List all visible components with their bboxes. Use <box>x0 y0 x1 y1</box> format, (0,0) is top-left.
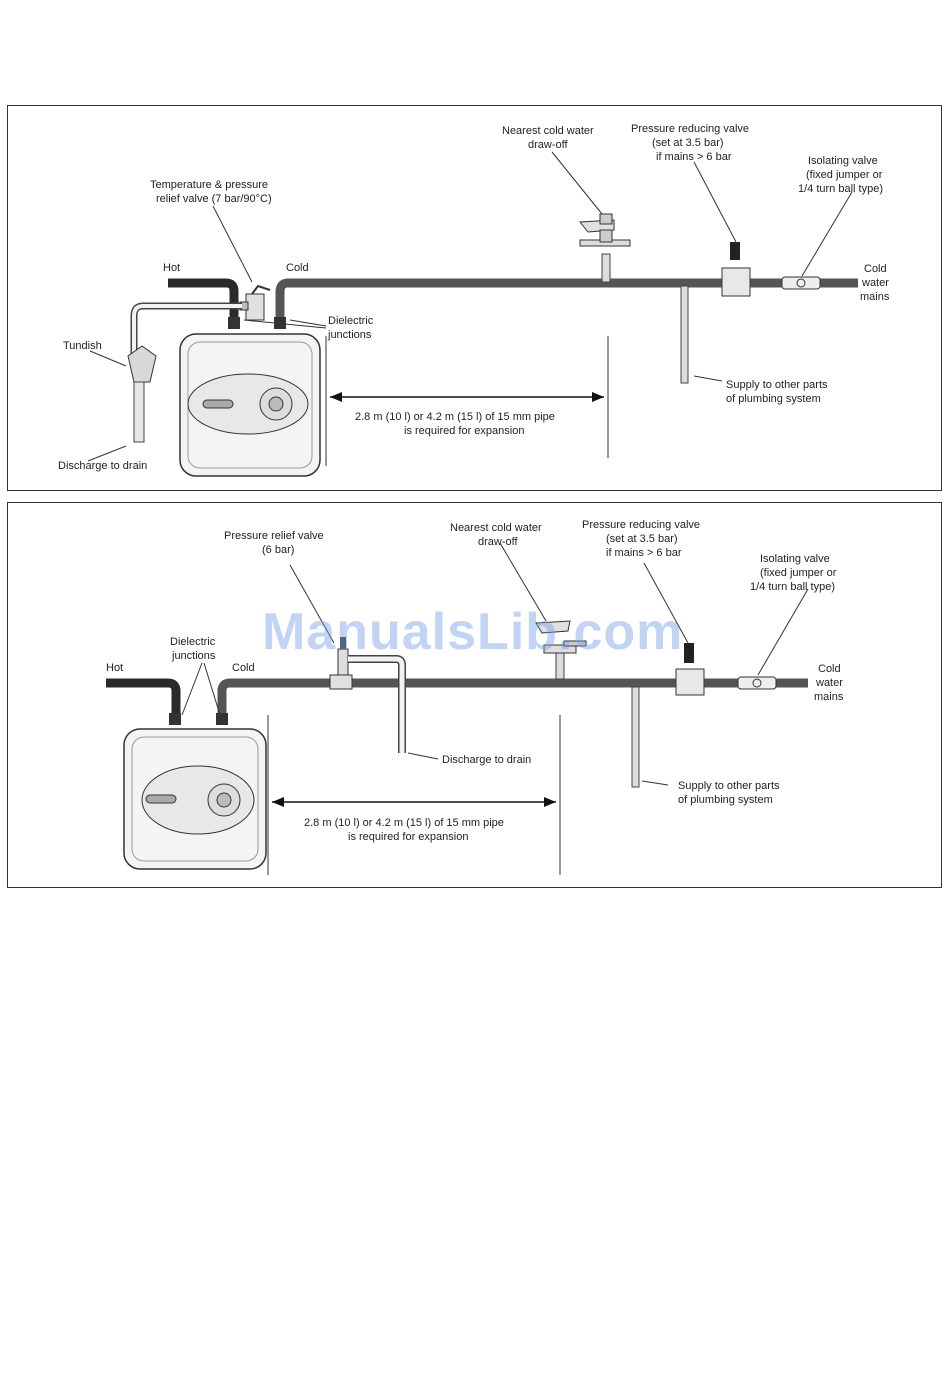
diagram-panel-1: Temperature & pressure relief valve (7 b… <box>7 105 942 491</box>
label-prv-relief-line1: Pressure relief valve <box>224 530 324 542</box>
isolating-valve-2 <box>737 676 777 690</box>
isolating-valve <box>781 276 821 290</box>
label-drawoff2-line2: draw-off <box>478 536 518 548</box>
cold-main-pipe-2 <box>217 678 808 721</box>
pressure-reducing-valve-2 <box>675 668 705 696</box>
label-isolating-line2: (fixed jumper or <box>806 169 883 181</box>
label-drawoff-line1: Nearest cold water <box>502 125 594 137</box>
label-prv2-line2: (set at 3.5 bar) <box>606 533 678 545</box>
label-tp-valve-line2: relief valve (7 bar/90°C) <box>156 193 272 205</box>
label-isolating2-line2: (fixed jumper or <box>760 567 837 579</box>
hot-pipe <box>168 278 239 326</box>
dielectric-junction-hot <box>228 317 240 329</box>
label-isolating2-line1: Isolating valve <box>760 553 830 565</box>
label-mains-line3: mains <box>860 291 890 303</box>
label-mains2-line1: Cold <box>818 663 841 675</box>
label-mains2-line2: water <box>815 677 843 689</box>
dielectric-junction-cold-2 <box>216 713 228 725</box>
watermark: ManualsLib.com <box>262 603 684 661</box>
label-supply-line2: of plumbing system <box>726 393 821 405</box>
diagram-2-svg: Pressure relief valve (6 bar) Dielectric… <box>106 519 844 875</box>
label-dielectric2-line2: junctions <box>171 650 216 662</box>
label-dielectric2-line1: Dielectric <box>170 636 216 648</box>
label-supply2-line1: Supply to other parts <box>678 780 780 792</box>
label-prv2-line1: Pressure reducing valve <box>582 519 700 531</box>
label-expansion2-line2: is required for expansion <box>348 831 468 843</box>
drawoff-branch <box>601 253 611 283</box>
label-cold-2: Cold <box>232 662 255 674</box>
label-supply2-line2: of plumbing system <box>678 794 773 806</box>
label-discharge-2: Discharge to drain <box>442 754 531 766</box>
dielectric-junction-hot-2 <box>169 713 181 725</box>
label-hot-2: Hot <box>106 662 123 674</box>
label-mains-line1: Cold <box>864 263 887 275</box>
cold-main-pipe <box>275 278 858 326</box>
pressure-relief-valve <box>329 674 353 690</box>
label-prv2-line3: if mains > 6 bar <box>606 547 682 559</box>
pressure-reducing-valve-cap-2 <box>684 643 694 663</box>
label-tundish: Tundish <box>63 340 102 352</box>
label-hot: Hot <box>163 262 180 274</box>
label-drawoff-line2: draw-off <box>528 139 568 151</box>
label-mains2-line3: mains <box>814 691 844 703</box>
label-supply-line1: Supply to other parts <box>726 379 828 391</box>
label-mains-line2: water <box>861 277 889 289</box>
supply-branch <box>680 285 689 384</box>
label-dielectric-line1: Dielectric <box>328 315 374 327</box>
label-discharge: Discharge to drain <box>58 460 147 472</box>
label-cold: Cold <box>286 262 309 274</box>
label-isolating-line1: Isolating valve <box>808 155 878 167</box>
diagram-1-svg: Temperature & pressure relief valve (7 b… <box>58 123 890 477</box>
label-prv-line2: (set at 3.5 bar) <box>652 137 724 149</box>
label-prv-relief-line2: (6 bar) <box>262 544 294 556</box>
label-prv-line1: Pressure reducing valve <box>631 123 749 135</box>
label-prv-line3: if mains > 6 bar <box>656 151 732 163</box>
label-drawoff2-line1: Nearest cold water <box>450 522 542 534</box>
dielectric-junction-cold <box>274 317 286 329</box>
label-isolating2-line3: 1/4 turn ball type) <box>750 581 835 593</box>
hot-pipe-2 <box>106 678 181 721</box>
label-tp-valve-line1: Temperature & pressure <box>150 179 268 191</box>
label-expansion-line2: is required for expansion <box>404 425 524 437</box>
tp-relief-valve <box>245 293 265 321</box>
label-expansion2-line1: 2.8 m (10 l) or 4.2 m (15 l) of 15 mm pi… <box>304 817 504 829</box>
label-isolating-line3: 1/4 turn ball type) <box>798 183 883 195</box>
label-expansion-line1: 2.8 m (10 l) or 4.2 m (15 l) of 15 mm pi… <box>355 411 555 423</box>
diagram-panel-2: Pressure relief valve (6 bar) Dielectric… <box>7 502 942 888</box>
label-dielectric-line2: junctions <box>327 329 372 341</box>
pressure-reducing-valve <box>721 267 751 297</box>
pressure-reducing-valve-cap <box>730 242 740 260</box>
tundish <box>127 345 157 383</box>
drawoff-tap-2 <box>563 640 587 647</box>
